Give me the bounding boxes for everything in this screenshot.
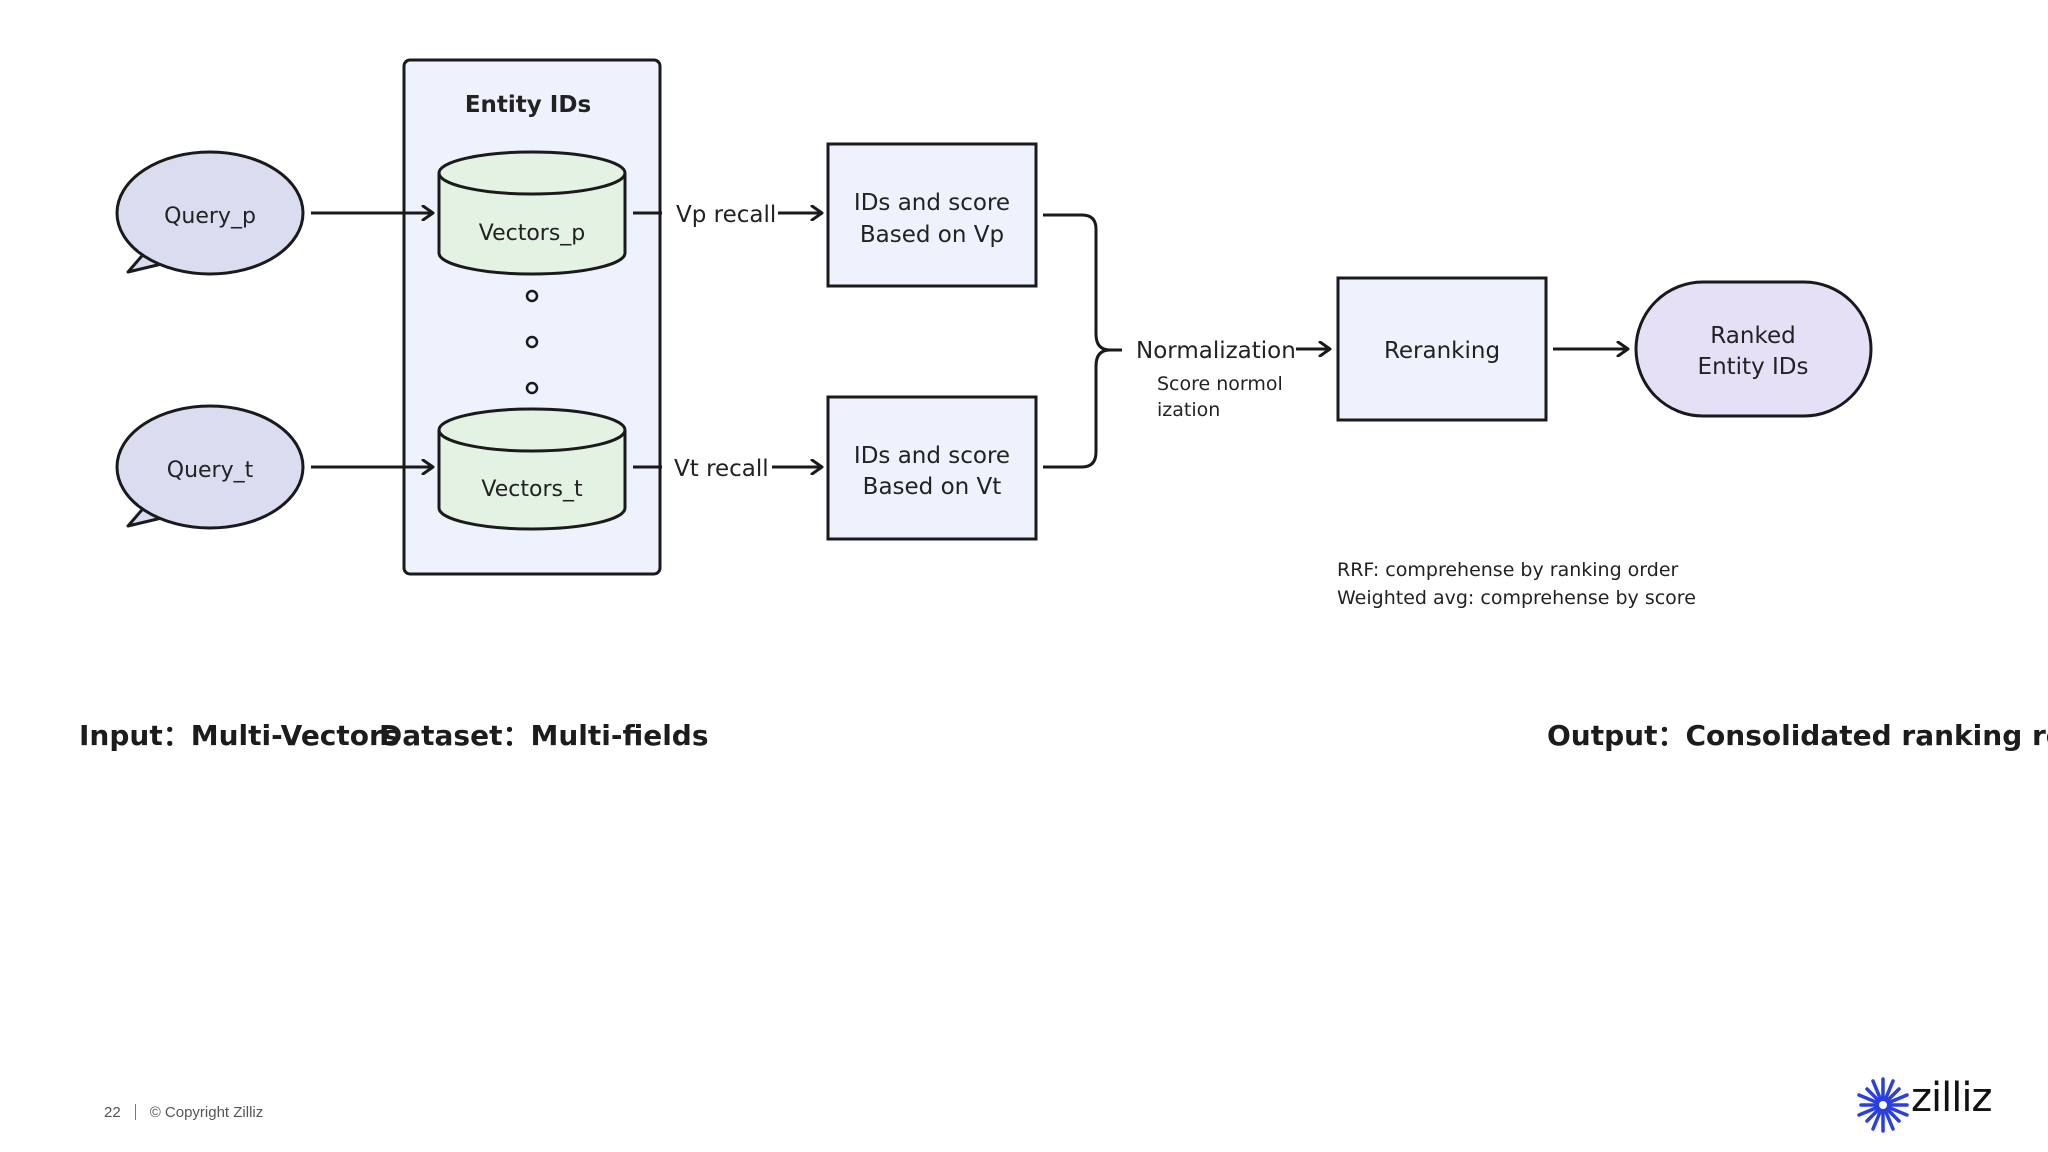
query-p-bubble: Query_p [115, 150, 305, 276]
vp-recall-label: Vp recall [676, 202, 776, 228]
merge-brace [1043, 213, 1111, 469]
ranked-line1: Ranked [1710, 323, 1795, 349]
reranking-label: Reranking [1384, 338, 1500, 364]
ellipsis-dot [525, 381, 539, 395]
score-normalization-line1: Score normol [1157, 373, 1283, 395]
ellipsis-dot [525, 289, 539, 303]
vt-recall-label: Vt recall [674, 456, 769, 482]
ids-score-vp-line1: IDs and score [854, 190, 1010, 216]
ranked-entity-ids-pill [1634, 280, 1873, 418]
query-t-label: Query_t [167, 458, 254, 483]
rrf-note: RRF: comprehense by ranking order [1337, 559, 1679, 581]
footer-divider [134, 1104, 136, 1120]
vectors-t-database-icon: Vectors_t [437, 407, 627, 531]
ellipsis-dot [525, 335, 539, 349]
input-label: Input：Multi-Vectors [79, 719, 400, 752]
ids-score-vt-line2: Based on Vt [863, 474, 1002, 500]
vectors-p-label: Vectors_p [479, 221, 586, 246]
output-label: Output：Consolidated ranking results [1547, 719, 2048, 752]
zilliz-star-icon [1857, 1077, 1909, 1133]
vectors-t-label: Vectors_t [481, 477, 583, 502]
dataset-label: Dataset：Multi-fields [379, 719, 709, 752]
score-normalization-line2: ization [1157, 399, 1220, 421]
page-number: 22 [104, 1104, 121, 1121]
query-t-bubble: Query_t [115, 404, 305, 530]
entity-ids-title: Entity IDs [465, 92, 591, 118]
zilliz-wordmark: zilliz [1911, 1075, 1992, 1121]
query-p-label: Query_p [164, 204, 256, 229]
normalization-label: Normalization [1136, 338, 1296, 364]
ids-score-vp-box [826, 142, 1038, 288]
footer: 22 © Copyright Zilliz [104, 1104, 263, 1121]
copyright: © Copyright Zilliz [149, 1104, 264, 1121]
ids-score-vt-line1: IDs and score [854, 443, 1010, 469]
zilliz-logo: zilliz [1855, 1075, 2005, 1135]
ids-score-vt-box [826, 395, 1038, 541]
reranking-box [1336, 276, 1548, 422]
ranked-line2: Entity IDs [1698, 354, 1809, 380]
weighted-avg-note: Weighted avg: comprehense by score [1337, 587, 1696, 609]
ids-score-vp-line2: Based on Vp [860, 222, 1004, 248]
vectors-p-database-icon: Vectors_p [437, 150, 627, 276]
